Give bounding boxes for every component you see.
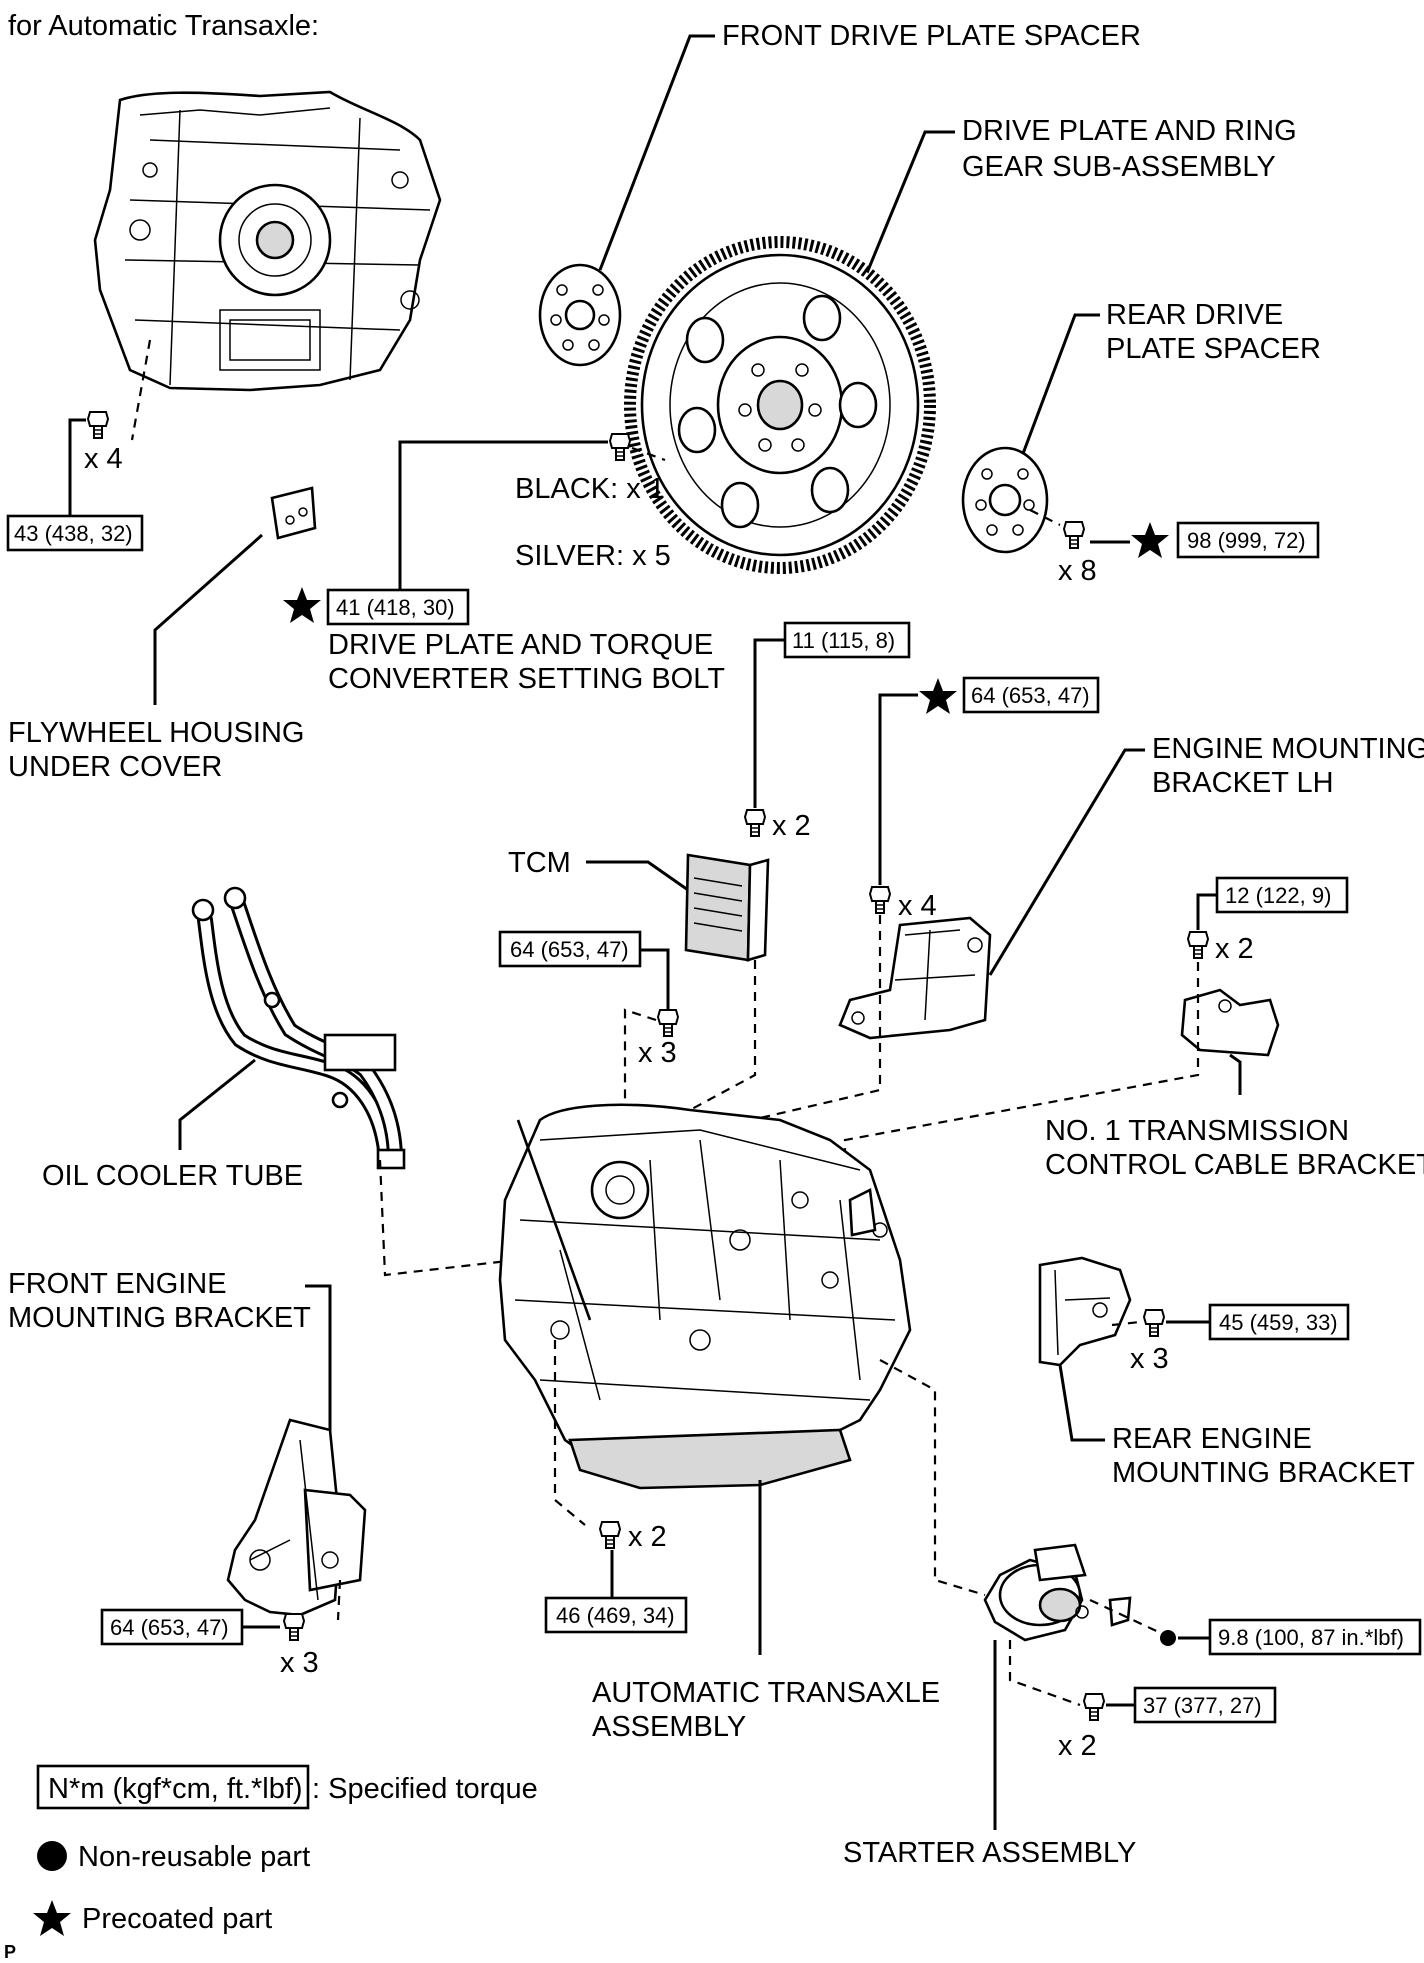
qty-tcm: x 2 [772, 810, 811, 842]
label-oil-cooler-tube: OIL COOLER TUBE [42, 1160, 303, 1192]
rear-drive-plate-spacer [961, 446, 1049, 554]
torque-rear-spacer: 98 (999, 72) [1187, 528, 1306, 553]
torque-cable-bracket: 12 (122, 9) [1225, 883, 1331, 908]
label-front-mount-1: FRONT ENGINE [8, 1268, 227, 1300]
qty-rear-spacer: x 8 [1058, 555, 1097, 587]
torque-housing: 43 (438, 32) [14, 521, 133, 546]
front-engine-mounting-bracket [226, 1418, 367, 1617]
torque-box-bracket-lh [962, 676, 1100, 714]
torque-lower: 46 (469, 34) [556, 1603, 675, 1628]
bolt-icon [87, 411, 109, 439]
corner-mark: P [4, 1942, 16, 1962]
torque-starter-nut: 9.8 (100, 87 in.*lbf) [1218, 1625, 1404, 1650]
legend-torque-box [36, 1764, 310, 1810]
label-tcm: TCM [508, 847, 571, 879]
label-cable-bracket-1: NO. 1 TRANSMISSION [1045, 1115, 1349, 1147]
legend-non-reusable: Non-reusable part [78, 1841, 310, 1873]
qty-starter: x 2 [1058, 1730, 1097, 1762]
label-drive-plate-2: GEAR SUB-ASSEMBLY [962, 151, 1276, 183]
torque-box-starter-nut [1208, 1618, 1422, 1656]
cable-bracket-part [1180, 988, 1280, 1057]
torque-box-setting-bolt [326, 588, 470, 626]
torque-box-lower [544, 1596, 688, 1634]
torque-starter: 37 (377, 27) [1143, 1693, 1262, 1718]
label-transaxle-1: AUTOMATIC TRANSAXLE [592, 1677, 940, 1709]
front-drive-plate-spacer [538, 263, 622, 367]
legend-precoated: Precoated part [82, 1903, 272, 1935]
label-rear-spacer-1: REAR DRIVE [1106, 299, 1283, 331]
bolt-icon [599, 1521, 621, 1549]
bolt-icon [1083, 1693, 1105, 1721]
precoated-star-icon [283, 587, 321, 623]
label-rear-spacer-2: PLATE SPACER [1106, 333, 1321, 365]
label-flywheel-cover-1: FLYWHEEL HOUSING [8, 717, 305, 749]
torque-front-mount: 64 (653, 47) [110, 1615, 229, 1640]
torque-box-starter [1133, 1686, 1277, 1724]
label-bracket-lh-2: BRACKET LH [1152, 767, 1334, 799]
label-cable-bracket-2: CONTROL CABLE BRACKET [1045, 1149, 1424, 1181]
label-transaxle-2: ASSEMBLY [592, 1711, 746, 1743]
qty-front-mount: x 3 [280, 1647, 319, 1679]
qty-lower: x 2 [628, 1521, 667, 1553]
label-drive-plate-1: DRIVE PLATE AND RING [962, 115, 1297, 147]
bolt-icon [283, 1613, 305, 1641]
torque-box-housing [6, 514, 144, 552]
bolt-icon [744, 809, 766, 837]
torque-rear-mount: 45 (459, 33) [1219, 1310, 1338, 1335]
bolt-icon [1063, 521, 1085, 549]
oil-cooler-tube-part [191, 886, 406, 1170]
label-bracket-lh-1: ENGINE MOUNTING [1152, 733, 1424, 765]
label-rear-mount-2: MOUNTING BRACKET [1112, 1457, 1415, 1489]
qty-case: x 3 [638, 1037, 677, 1069]
bolt-icon [1187, 931, 1209, 959]
label-setting-bolt-1: DRIVE PLATE AND TORQUE [328, 629, 713, 661]
starter-assembly-part [983, 1543, 1132, 1642]
bolt-icon [1143, 1309, 1165, 1337]
flywheel-housing-under-cover [270, 486, 317, 540]
legend-torque-desc: : Specified torque [312, 1773, 538, 1805]
bolt-icon [609, 433, 631, 461]
label-setting-bolt-2: CONVERTER SETTING BOLT [328, 663, 725, 695]
label-front-mount-2: MOUNTING BRACKET [8, 1302, 311, 1334]
torque-box-case [498, 930, 642, 968]
note-silver: SILVER: x 5 [515, 540, 671, 572]
qty-bracket-lh: x 4 [898, 890, 937, 922]
torque-box-rear-spacer [1176, 521, 1320, 559]
qty-cable-bracket: x 2 [1215, 933, 1254, 965]
label-flywheel-cover-2: UNDER COVER [8, 751, 222, 783]
legend-torque-unit: N*m (kgf*cm, ft.*lbf) [48, 1773, 303, 1805]
torque-setting-bolt: 41 (418, 30) [336, 595, 455, 620]
non-reusable-dot-icon [37, 1841, 67, 1871]
torque-box-rear-mount [1208, 1303, 1350, 1341]
label-rear-mount-1: REAR ENGINE [1112, 1423, 1312, 1455]
torque-tcm: 11 (115, 8) [792, 628, 895, 653]
automatic-transaxle-assembly [498, 1103, 912, 1490]
page-heading: for Automatic Transaxle: [8, 10, 319, 42]
bolt-icon [657, 1009, 679, 1037]
torque-box-tcm [783, 621, 911, 659]
torque-bracket-lh: 64 (653, 47) [971, 683, 1090, 708]
label-front-spacer: FRONT DRIVE PLATE SPACER [722, 20, 1141, 52]
tcm-module [684, 853, 770, 962]
rear-engine-mounting-bracket [1038, 1256, 1132, 1367]
legend: N*m (kgf*cm, ft.*lbf) : Specified torque… [33, 1764, 538, 1936]
precoated-star-icon [919, 678, 957, 714]
torque-case: 64 (653, 47) [510, 937, 629, 962]
note-black: BLACK: x 1 [515, 473, 665, 505]
bolt-icon [869, 886, 891, 914]
precoated-star-icon [1131, 522, 1169, 558]
qty-rear-mount: x 3 [1130, 1343, 1169, 1375]
engine-block-illustration [93, 90, 442, 392]
precoated-star-icon [33, 1900, 71, 1936]
torque-box-front-mount [100, 1608, 244, 1646]
drive-plate-ring-gear [624, 236, 936, 574]
engine-mounting-bracket-lh [838, 916, 992, 1040]
qty-housing: x 4 [84, 443, 123, 475]
label-starter: STARTER ASSEMBLY [843, 1837, 1136, 1869]
